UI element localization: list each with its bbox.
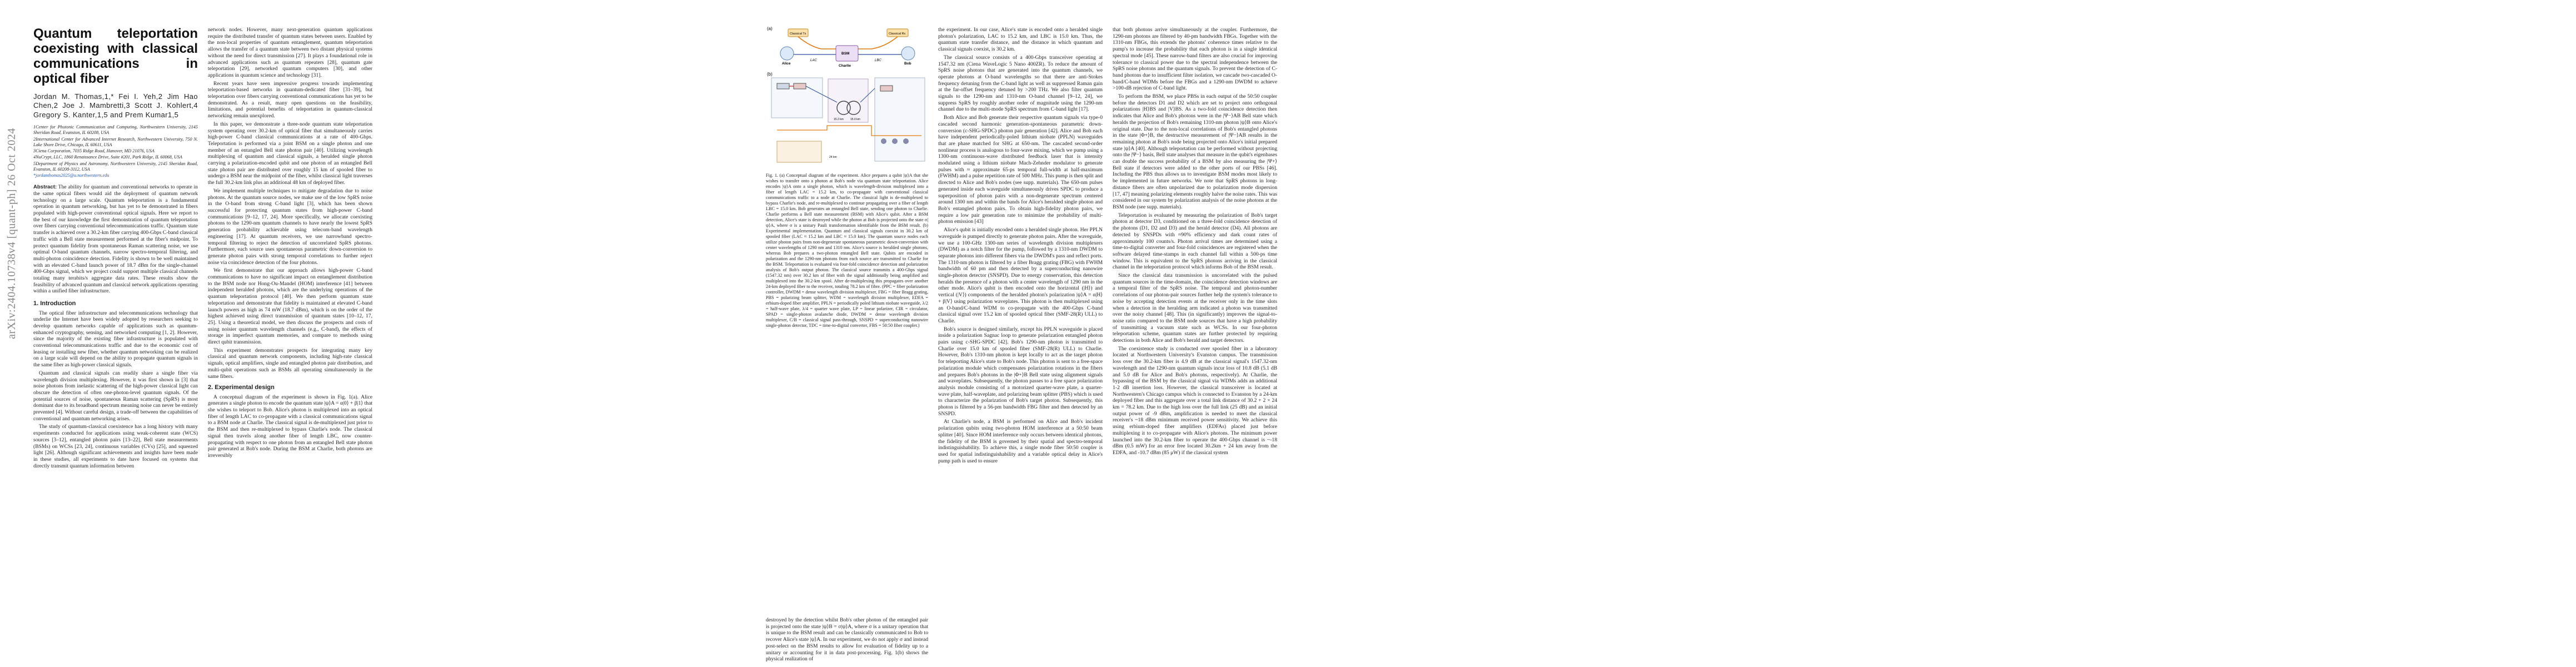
charlie-label: Charlie <box>839 64 851 68</box>
section-heading-introduction: 1. Introduction <box>33 300 76 307</box>
body-paragraph: Both Alice and Bob generate their respec… <box>938 115 1103 225</box>
charlie-setup-block <box>828 78 869 123</box>
body-paragraph: We implement multiple techniques to miti… <box>208 187 372 266</box>
affiliation-2: 2International Center for Advanced Inter… <box>33 136 198 147</box>
l-bc-label: LBC <box>875 59 881 62</box>
paper-title: Quantum teleportation coexisting with cl… <box>33 26 198 86</box>
caption-text: Fig. 1. (a) Conceptual diagram of the ex… <box>766 173 928 328</box>
affiliations: 1Center for Photonic Communication and C… <box>33 125 198 172</box>
snspd-detector <box>881 138 886 144</box>
bsm-label: BSM <box>841 52 849 56</box>
classical-line-b <box>777 125 921 136</box>
spool-b-label: 15.0 km <box>850 118 860 121</box>
body-paragraph: The coexistence study is conducted over … <box>1113 345 1277 456</box>
panel-a-label: (a) <box>767 26 773 31</box>
bob-node <box>901 46 915 61</box>
body-paragraph: Recent years have seen impressive progre… <box>208 80 372 120</box>
figure-1-caption: Fig. 1. (a) Conceptual diagram of the ex… <box>766 173 928 328</box>
intro-paragraph-1: The optical fiber infrastructure and tel… <box>33 310 198 369</box>
l-ac-label: LAC <box>810 59 817 62</box>
body-paragraph: To perform the BSM, we place PBSs in eac… <box>1113 93 1277 210</box>
arxiv-identifier: arXiv:2404.10738v4 [quant-ph] 26 Oct 202… <box>6 128 18 339</box>
affiliation-4: 4NuCrypt, LLC, 1860 Renaissance Drive, S… <box>33 155 182 160</box>
bob-ppln-component <box>880 85 893 92</box>
alice-node <box>780 46 794 61</box>
figure-1: (a) Classical Tx Classical Rx Alice BSM … <box>766 24 928 328</box>
snspd-detector <box>903 138 909 144</box>
bob-setup-block <box>874 77 925 162</box>
section-heading-experimental-design: 2. Experimental design <box>208 384 275 391</box>
ppln-component <box>793 83 806 89</box>
affiliation-5: 5Department of Physics and Astronomy, No… <box>33 161 198 172</box>
author-list: Jordan M. Thomas,1,* Fei I. Yeh,2 Jim Ha… <box>33 92 198 120</box>
intro-paragraph-2: Quantum and classical signals can readil… <box>33 370 198 422</box>
alice-photon-line <box>805 86 838 103</box>
body-paragraph: Teleportation is evaluated by measuring … <box>1113 212 1277 271</box>
alice-label: Alice <box>782 62 791 66</box>
column-4: the experiment. In our case, Alice's sta… <box>938 27 1103 466</box>
classical-rx-label: Classical Rx <box>889 32 906 36</box>
classical-tx-label: Classical Tx <box>790 32 806 36</box>
affiliation-1: 1Center for Photonic Communication and C… <box>33 125 198 136</box>
column-5: that both photons arrive simultaneously … <box>1113 27 1277 458</box>
charlie-node <box>835 45 859 62</box>
classical-transceiver-block <box>776 141 822 163</box>
alice-fiber-spool <box>836 101 851 115</box>
spool-a-label: 15.2 km <box>834 118 844 121</box>
intro-paragraph-3: The study of quantum-classical coexisten… <box>33 424 198 469</box>
figure-1-diagram: (a) Classical Tx Classical Rx Alice BSM … <box>767 26 925 163</box>
laser-component <box>776 83 790 89</box>
body-paragraph: A conceptual diagram of the experiment i… <box>208 394 372 459</box>
body-paragraph: We first demonstrate that our approach a… <box>208 267 372 346</box>
snspd-detector <box>892 138 898 144</box>
column-2: network nodes. However, many next-genera… <box>208 27 372 461</box>
body-paragraph: This experiment demonstrates prospects f… <box>208 347 372 380</box>
classical-fiber-label: 24 km <box>829 156 837 159</box>
bob-photon-line <box>860 88 875 103</box>
body-paragraph: Since the classical data transmission is… <box>1113 272 1277 344</box>
bob-label: Bob <box>904 62 911 66</box>
body-paragraph: destroyed by the detection whilst Bob's … <box>766 617 928 663</box>
body-paragraph: In this paper, we demonstrate a three-no… <box>208 121 372 186</box>
body-paragraph: that both photons arrive simultaneously … <box>1113 27 1277 92</box>
panel-b-label: (b) <box>767 72 773 77</box>
column-3-bottom: destroyed by the detection whilst Bob's … <box>766 617 928 664</box>
body-paragraph: At Charlie's node, a BSM is performed on… <box>938 419 1103 464</box>
body-paragraph: The classical source consists of a 400-G… <box>938 54 1103 113</box>
body-paragraph: network nodes. However, many next-genera… <box>208 27 372 78</box>
abstract: Abstract: The ability for quantum and co… <box>33 184 198 295</box>
abstract-text: The ability for quantum and conventional… <box>33 184 198 295</box>
column-1: Quantum teleportation coexisting with cl… <box>33 26 198 471</box>
abstract-label: Abstract: <box>33 184 57 191</box>
bob-fiber-spool <box>846 101 861 115</box>
body-paragraph: Bob's source is designed similarly, exce… <box>938 326 1103 417</box>
body-paragraph: Alice's qubit is initially encoded onto … <box>938 227 1103 324</box>
affiliation-3: 3Ciena Corporation, 7035 Ridge Road, Han… <box>33 148 155 154</box>
body-paragraph: the experiment. In our case, Alice's sta… <box>938 27 1103 53</box>
corresponding-email[interactable]: *jordanthomas2025@u.northwestern.edu <box>33 173 109 178</box>
